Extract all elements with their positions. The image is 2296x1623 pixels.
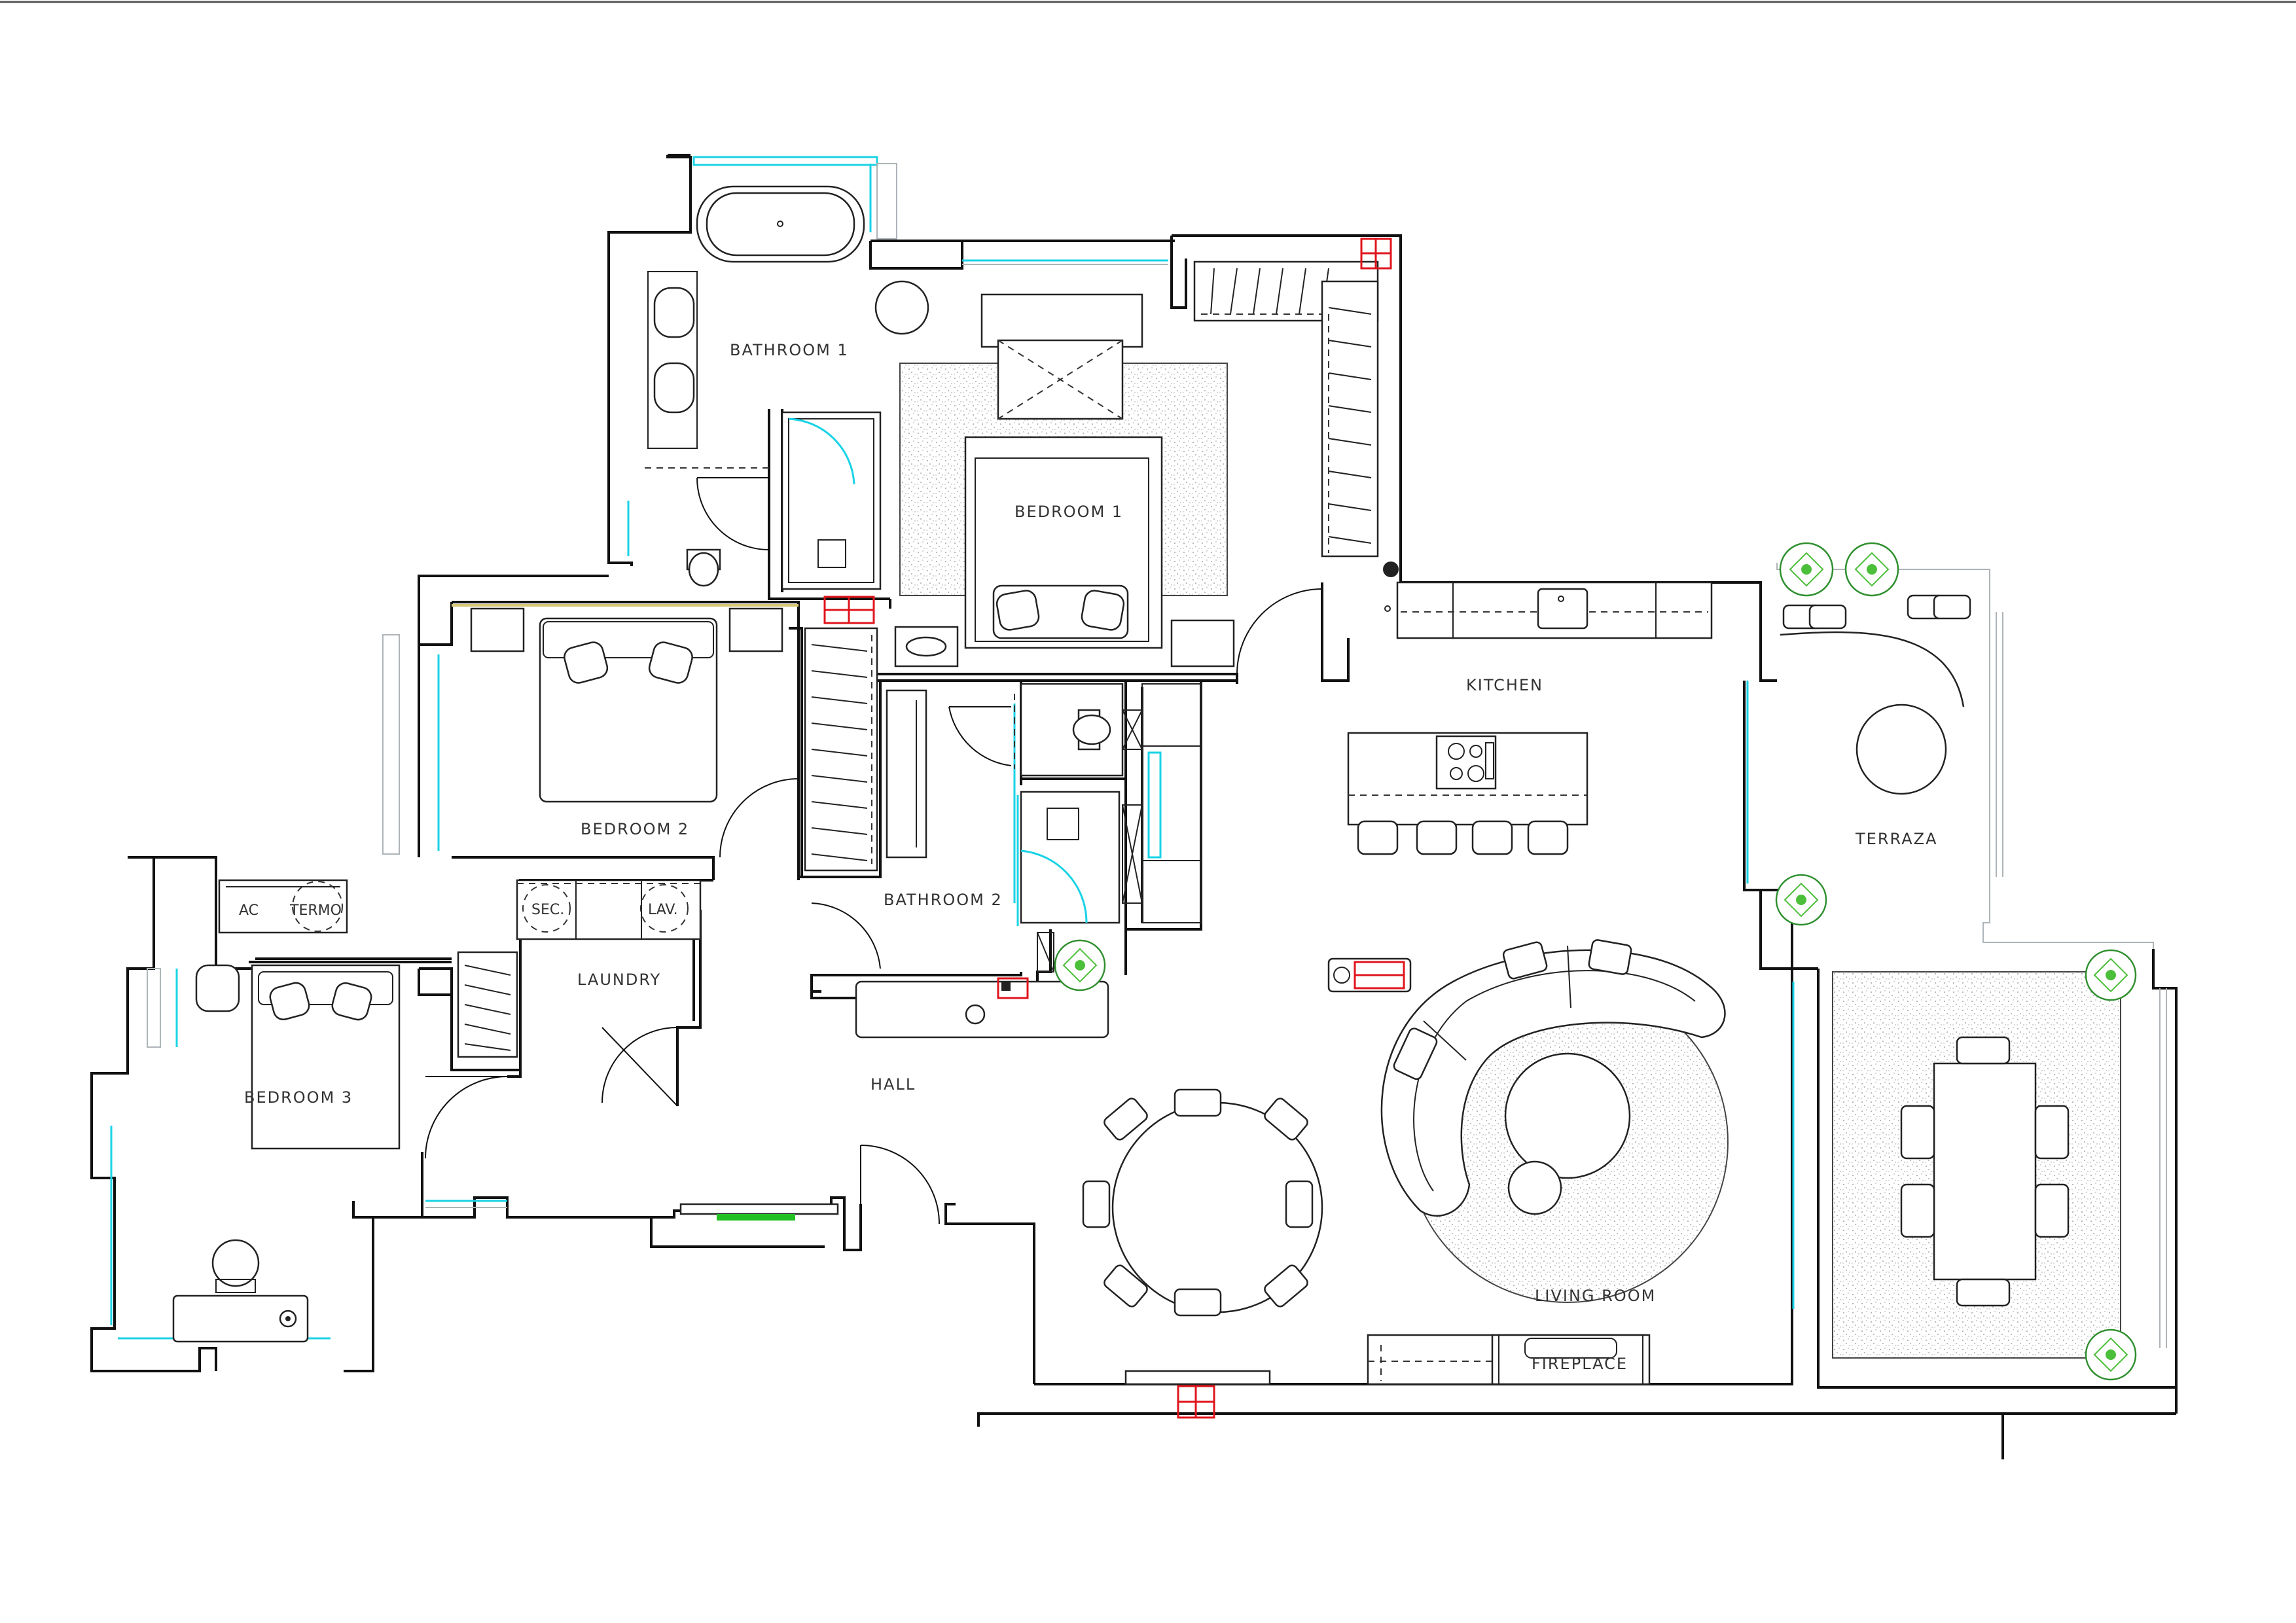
bedroom1-furniture xyxy=(894,260,1399,675)
label-bathroom2: BATHROOM 2 xyxy=(884,891,1003,909)
kitchen-fixtures xyxy=(1347,581,1713,855)
plant-icon xyxy=(1779,542,1834,597)
label-lav: LAV. xyxy=(648,902,678,918)
bedroom3-furniture xyxy=(172,879,508,1343)
plant-icon xyxy=(1775,874,1827,926)
plant-icon xyxy=(2085,1329,2137,1381)
label-hall: HALL xyxy=(870,1075,916,1094)
label-sec: SEC. xyxy=(531,902,564,918)
bathroom2-fixtures xyxy=(811,683,1202,1039)
plant-icon xyxy=(2085,949,2137,1001)
label-terraza: TERRAZA xyxy=(1855,830,1937,848)
label-bedroom1: BEDROOM 1 xyxy=(1014,503,1123,521)
label-laundry: LAUNDRY xyxy=(577,971,661,989)
label-kitchen: KITCHEN xyxy=(1466,676,1543,694)
terraza-furniture xyxy=(1780,594,2121,1359)
label-bedroom2: BEDROOM 2 xyxy=(581,820,689,838)
windows xyxy=(110,156,1795,1340)
label-ac: AC xyxy=(239,902,259,919)
label-termo: TERMO xyxy=(289,902,342,919)
laundry-fixtures xyxy=(457,879,702,1107)
bathroom1-fixtures xyxy=(645,185,929,590)
label-fireplace: FIREPLACE xyxy=(1532,1355,1628,1373)
plants xyxy=(1775,542,2137,1381)
label-bathroom1: BATHROOM 1 xyxy=(730,341,849,359)
label-living-room: LIVING ROOM xyxy=(1535,1287,1656,1305)
plant-bath2 xyxy=(1054,939,1106,991)
plant-icon xyxy=(1844,542,1899,597)
living-room-furniture xyxy=(1082,939,1729,1419)
electrical-panels xyxy=(1360,238,1392,270)
label-bedroom3: BEDROOM 3 xyxy=(244,1088,353,1107)
hall-fixtures xyxy=(679,1145,940,1224)
room-labels: BATHROOM 1 BEDROOM 1 BEDROOM 2 BEDROOM 3… xyxy=(239,341,1937,1373)
bedroom2-furniture xyxy=(452,596,878,872)
